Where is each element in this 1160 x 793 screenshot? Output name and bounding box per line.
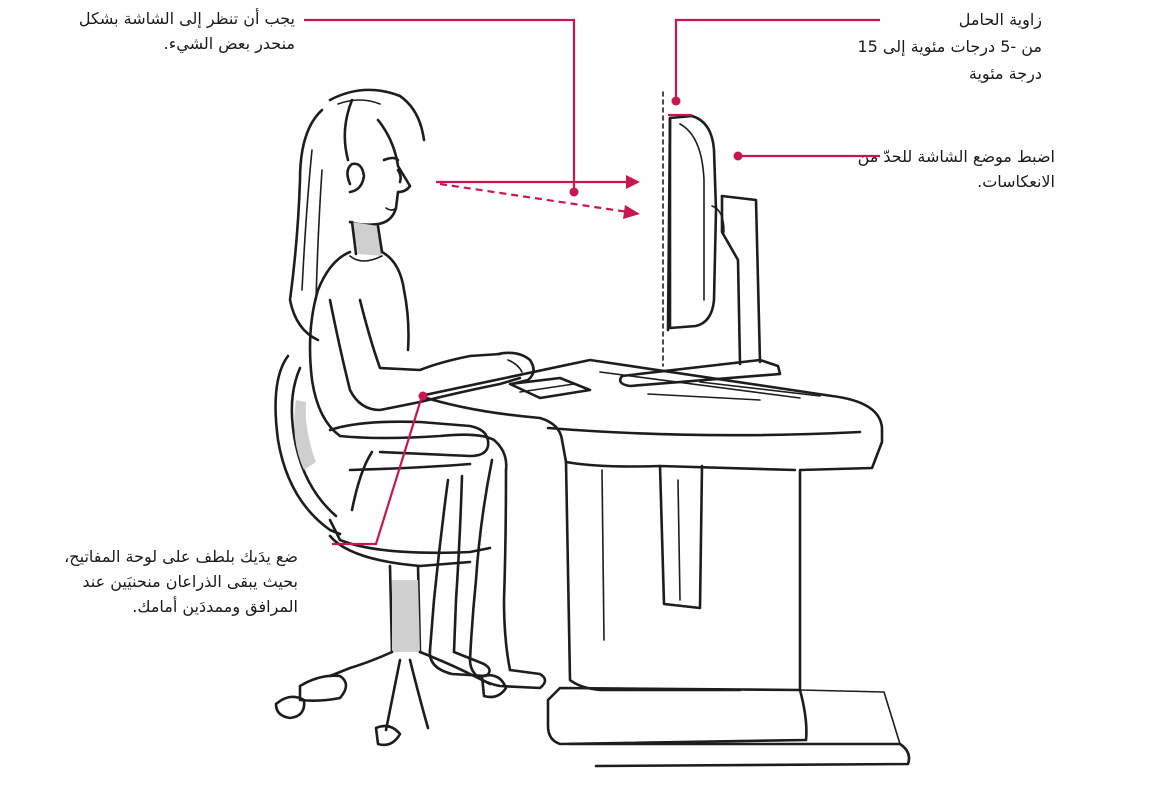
annotation-viewing-line-1: يجب أن تنظر إلى الشاشة بشكل [79, 6, 295, 31]
desk [420, 360, 909, 766]
gaze-arrowhead-tilted [623, 205, 640, 219]
annotation-hands-line-2: بحيث يبقى الذراعان منحنيَين عند [64, 569, 298, 594]
monitor [620, 92, 780, 386]
office-chair [276, 356, 506, 745]
annotation-hands-line-3: المرافق وممددَين أمامك. [64, 594, 298, 619]
leader-viewing [304, 20, 574, 190]
annotation-viewing-angle: يجب أن تنظر إلى الشاشة بشكل منحدر بعض ال… [79, 6, 295, 56]
annotation-reflection-line-2: الانعكاسات. [858, 169, 1055, 194]
annotation-viewing-line-2: منحدر بعض الشيء. [79, 31, 295, 56]
seated-woman [290, 90, 590, 688]
gaze-arrow-tilted [440, 184, 628, 212]
annotation-tilt-angle: زاوية الحامل من -5 درجات مئوية إلى 15 در… [857, 6, 1042, 87]
annotation-hands: ضع يدَيك بلطف على لوحة المفاتيح، بحيث يب… [64, 544, 298, 619]
annotation-tilt-line-1: زاوية الحامل [857, 6, 1042, 33]
leader-tilt [676, 20, 880, 98]
annotation-hands-line-1: ضع يدَيك بلطف على لوحة المفاتيح، [64, 544, 298, 569]
leader-tilt-dot [672, 97, 681, 106]
annotation-reflection-line-1: اضبط موضع الشاشة للحدّ من [858, 144, 1055, 169]
annotation-reflection: اضبط موضع الشاشة للحدّ من الانعكاسات. [858, 144, 1055, 194]
annotation-tilt-line-2: من -5 درجات مئوية إلى 15 [857, 33, 1042, 60]
leader-hands-dot [419, 392, 428, 401]
gaze-arrowhead-straight [626, 175, 640, 189]
leader-viewing-dot [570, 188, 579, 197]
leader-reflection-dot [734, 152, 743, 161]
annotation-tilt-line-3: درجة مئوية [857, 60, 1042, 87]
